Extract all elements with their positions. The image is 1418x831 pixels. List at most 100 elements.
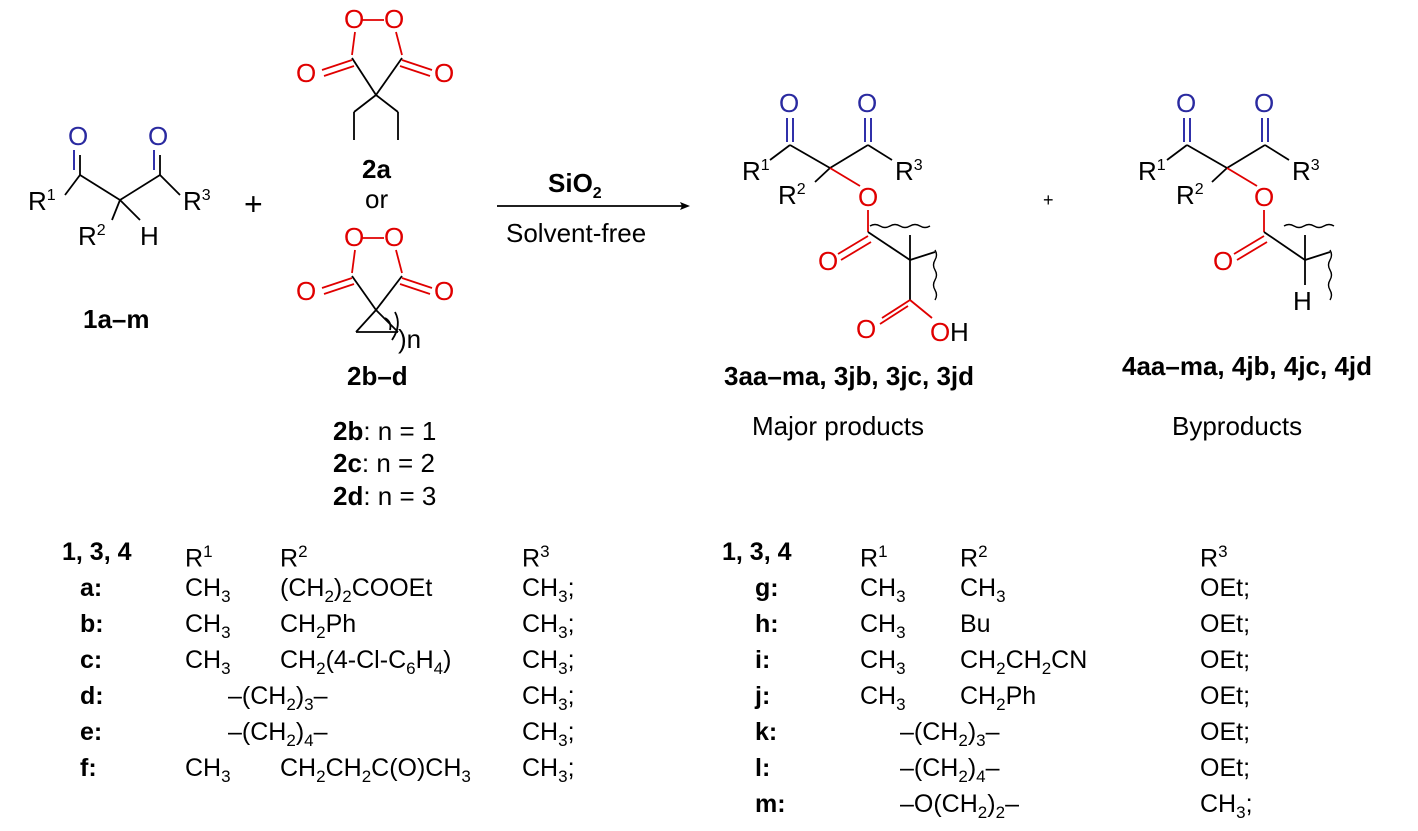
cell-r3: CH3; [522,574,575,606]
header-r2: R2 [960,542,988,573]
cell-r1: CH3 [185,754,231,786]
cell-code: b: [80,610,104,638]
cell-r3: OEt; [1200,754,1251,782]
compound-2bd-structure: O O O O )n 2b–d 2b: n = 1 2c: n = 2 2d: … [296,222,454,511]
p3-r1: R1 [742,156,770,186]
compound-2bd-label: 2b–d [347,361,408,391]
cell-r3: CH3; [522,754,575,786]
cell-r3: OEt; [1200,682,1251,710]
cell-code: c: [80,646,103,674]
condition-label: Solvent-free [506,218,646,248]
cell-r2: CH2CH2CN [960,646,1088,678]
p3-o1: O [779,88,799,118]
reaction-arrow: SiO2 Solvent-free [497,168,690,248]
cell-r2: –(CH2)4– [228,718,328,750]
r3-group: R3 [183,186,211,216]
cell-r3: CH3; [522,682,575,714]
carbonyl-o-right: O [434,58,454,88]
cell-code: h: [755,610,779,638]
p4-carbonyl-o: O [1213,246,1233,276]
cell-code: a: [80,574,103,602]
peroxide-o2: O [384,4,404,34]
cell-r2: Bu [960,610,991,638]
or-text: or [365,184,388,214]
carbonyl-o-right-2: O [434,276,454,306]
p3-oh-h: H [950,317,969,347]
cell-r2: CH2(4-Cl-C6H4) [280,646,452,678]
compound-2a-structure: O O O O 2a or [296,4,454,214]
cell-r1: CH3 [860,646,906,678]
reaction-scheme: O O R1 R2 H R3 1a–m + O O O O 2a or O O [28,4,1372,511]
p4-o1: O [1176,88,1196,118]
p3-ester-o: O [858,182,878,212]
compound-2a-label: 2a [362,154,391,184]
cell-r2: –(CH2)4– [900,754,1000,786]
p4-r1: R1 [1138,156,1166,186]
h-atom: H [140,221,159,251]
cell-r3: OEt; [1200,574,1251,602]
cell-r1: CH3 [185,646,231,678]
cell-code: d: [80,682,104,710]
header-r3: R3 [522,542,550,573]
p3-r3: R3 [895,156,923,186]
cell-r3: OEt; [1200,718,1251,746]
cell-r1: CH3 [860,682,906,714]
cell-r2: CH3 [960,574,1006,606]
header-r3: R3 [1200,542,1228,573]
p4-r3: R3 [1292,156,1320,186]
cell-code: l: [755,754,771,782]
p4-ester-o: O [1254,182,1274,212]
peroxide-o1: O [344,4,364,34]
p3-acid-o: O [856,314,876,344]
p4-h: H [1293,286,1312,316]
peroxide-o3: O [344,222,364,252]
cell-code: j: [755,682,771,710]
header-r1: R1 [185,542,213,573]
small-plus-sign: + [1043,190,1054,210]
plus-sign: + [244,186,263,222]
cell-code: g: [755,574,779,602]
p3-o2: O [857,88,877,118]
cell-r2: –(CH2)3– [900,718,1000,750]
ring-size-label: )n [398,324,421,354]
cell-r1: CH3 [185,574,231,606]
cell-r1: CH3 [860,610,906,642]
p4-r2: R2 [1176,180,1204,210]
r2-group: R2 [78,221,106,251]
p3-r2: R2 [778,180,806,210]
compound-1-structure: O O R1 R2 H R3 1a–m [28,121,211,334]
cell-code: m: [755,790,786,818]
cell-r2: CH2Ph [960,682,1037,714]
cell-r3: CH3; [1200,790,1253,822]
major-product-caption: Major products [752,411,924,441]
header-code: 1, 3, 4 [62,538,132,566]
header-r2: R2 [280,542,308,573]
major-product-structure: O O R1 R2 R3 O O O O H 3aa–ma, 3jb, 3jc,… [724,88,974,441]
cell-r3: CH3; [522,646,575,678]
cell-r3: CH3; [522,718,575,750]
p3-oh: O [930,317,950,347]
compound-1-label: 1a–m [83,304,150,334]
major-product-label: 3aa–ma, 3jb, 3jc, 3jd [724,361,974,391]
cell-code: i: [755,646,771,674]
p4-o2: O [1254,88,1274,118]
cell-r1: CH3 [185,610,231,642]
cell-code: f: [80,754,97,782]
byproduct-label: 4aa–ma, 4jb, 4jc, 4jd [1122,351,1372,381]
carbonyl-o-left: O [296,58,316,88]
cell-r2: –(CH2)3– [228,682,328,714]
cell-code: e: [80,718,103,746]
cell-r3: OEt; [1200,646,1251,674]
byproduct-structure: O O R1 R2 R3 O O H 4aa–ma, 4jb, 4jc, 4jd… [1122,88,1372,441]
p3-carbonyl-o: O [818,246,838,276]
cell-r2: CH2Ph [280,610,357,642]
header-code: 1, 3, 4 [722,538,792,566]
r1-group: R1 [28,186,56,216]
cell-r2: CH2CH2C(O)CH3 [280,754,471,786]
n-value-2b: 2b: n = 1 [333,416,436,446]
cell-r3: CH3; [522,610,575,642]
cell-r2: (CH2)2COOEt [280,574,433,606]
o-atom-1: O [68,121,88,151]
